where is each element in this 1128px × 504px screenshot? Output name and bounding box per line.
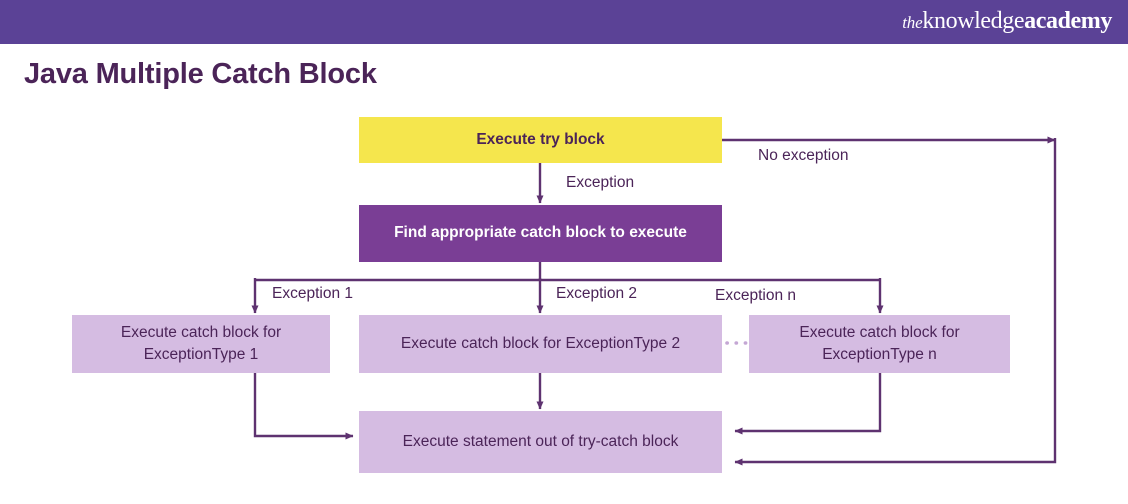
node-execute-statement-out[interactable]: Execute statement out of try-catch block — [359, 411, 722, 473]
brand-knowledge-text: knowledge — [922, 8, 1025, 34]
label-exception-n: Exception n — [715, 287, 796, 304]
label-no-exception: No exception — [758, 147, 849, 164]
node-catch-block-2[interactable]: Execute catch block for ExceptionType 2 — [359, 315, 722, 373]
node-catch-block-1[interactable]: Execute catch block for ExceptionType 1 — [72, 315, 330, 373]
brand-the-text: the — [902, 13, 923, 32]
edge-catch1-out — [253, 373, 354, 440]
page-title: Java Multiple Catch Block — [24, 58, 377, 90]
edge-catchn-out — [734, 373, 882, 435]
label-exception: Exception — [566, 174, 635, 191]
label-exception-2: Exception 2 — [556, 285, 637, 302]
node-find-catch-block[interactable]: Find appropriate catch block to execute — [359, 205, 722, 262]
node-catch-block-n[interactable]: Execute catch block for ExceptionType n — [749, 315, 1010, 373]
brand-academy-text: academy — [1024, 8, 1112, 34]
label-exception-1: Exception 1 — [272, 285, 353, 302]
edge-noexception-to-out — [734, 138, 1057, 466]
node-execute-try-block[interactable]: Execute try block — [359, 117, 722, 163]
